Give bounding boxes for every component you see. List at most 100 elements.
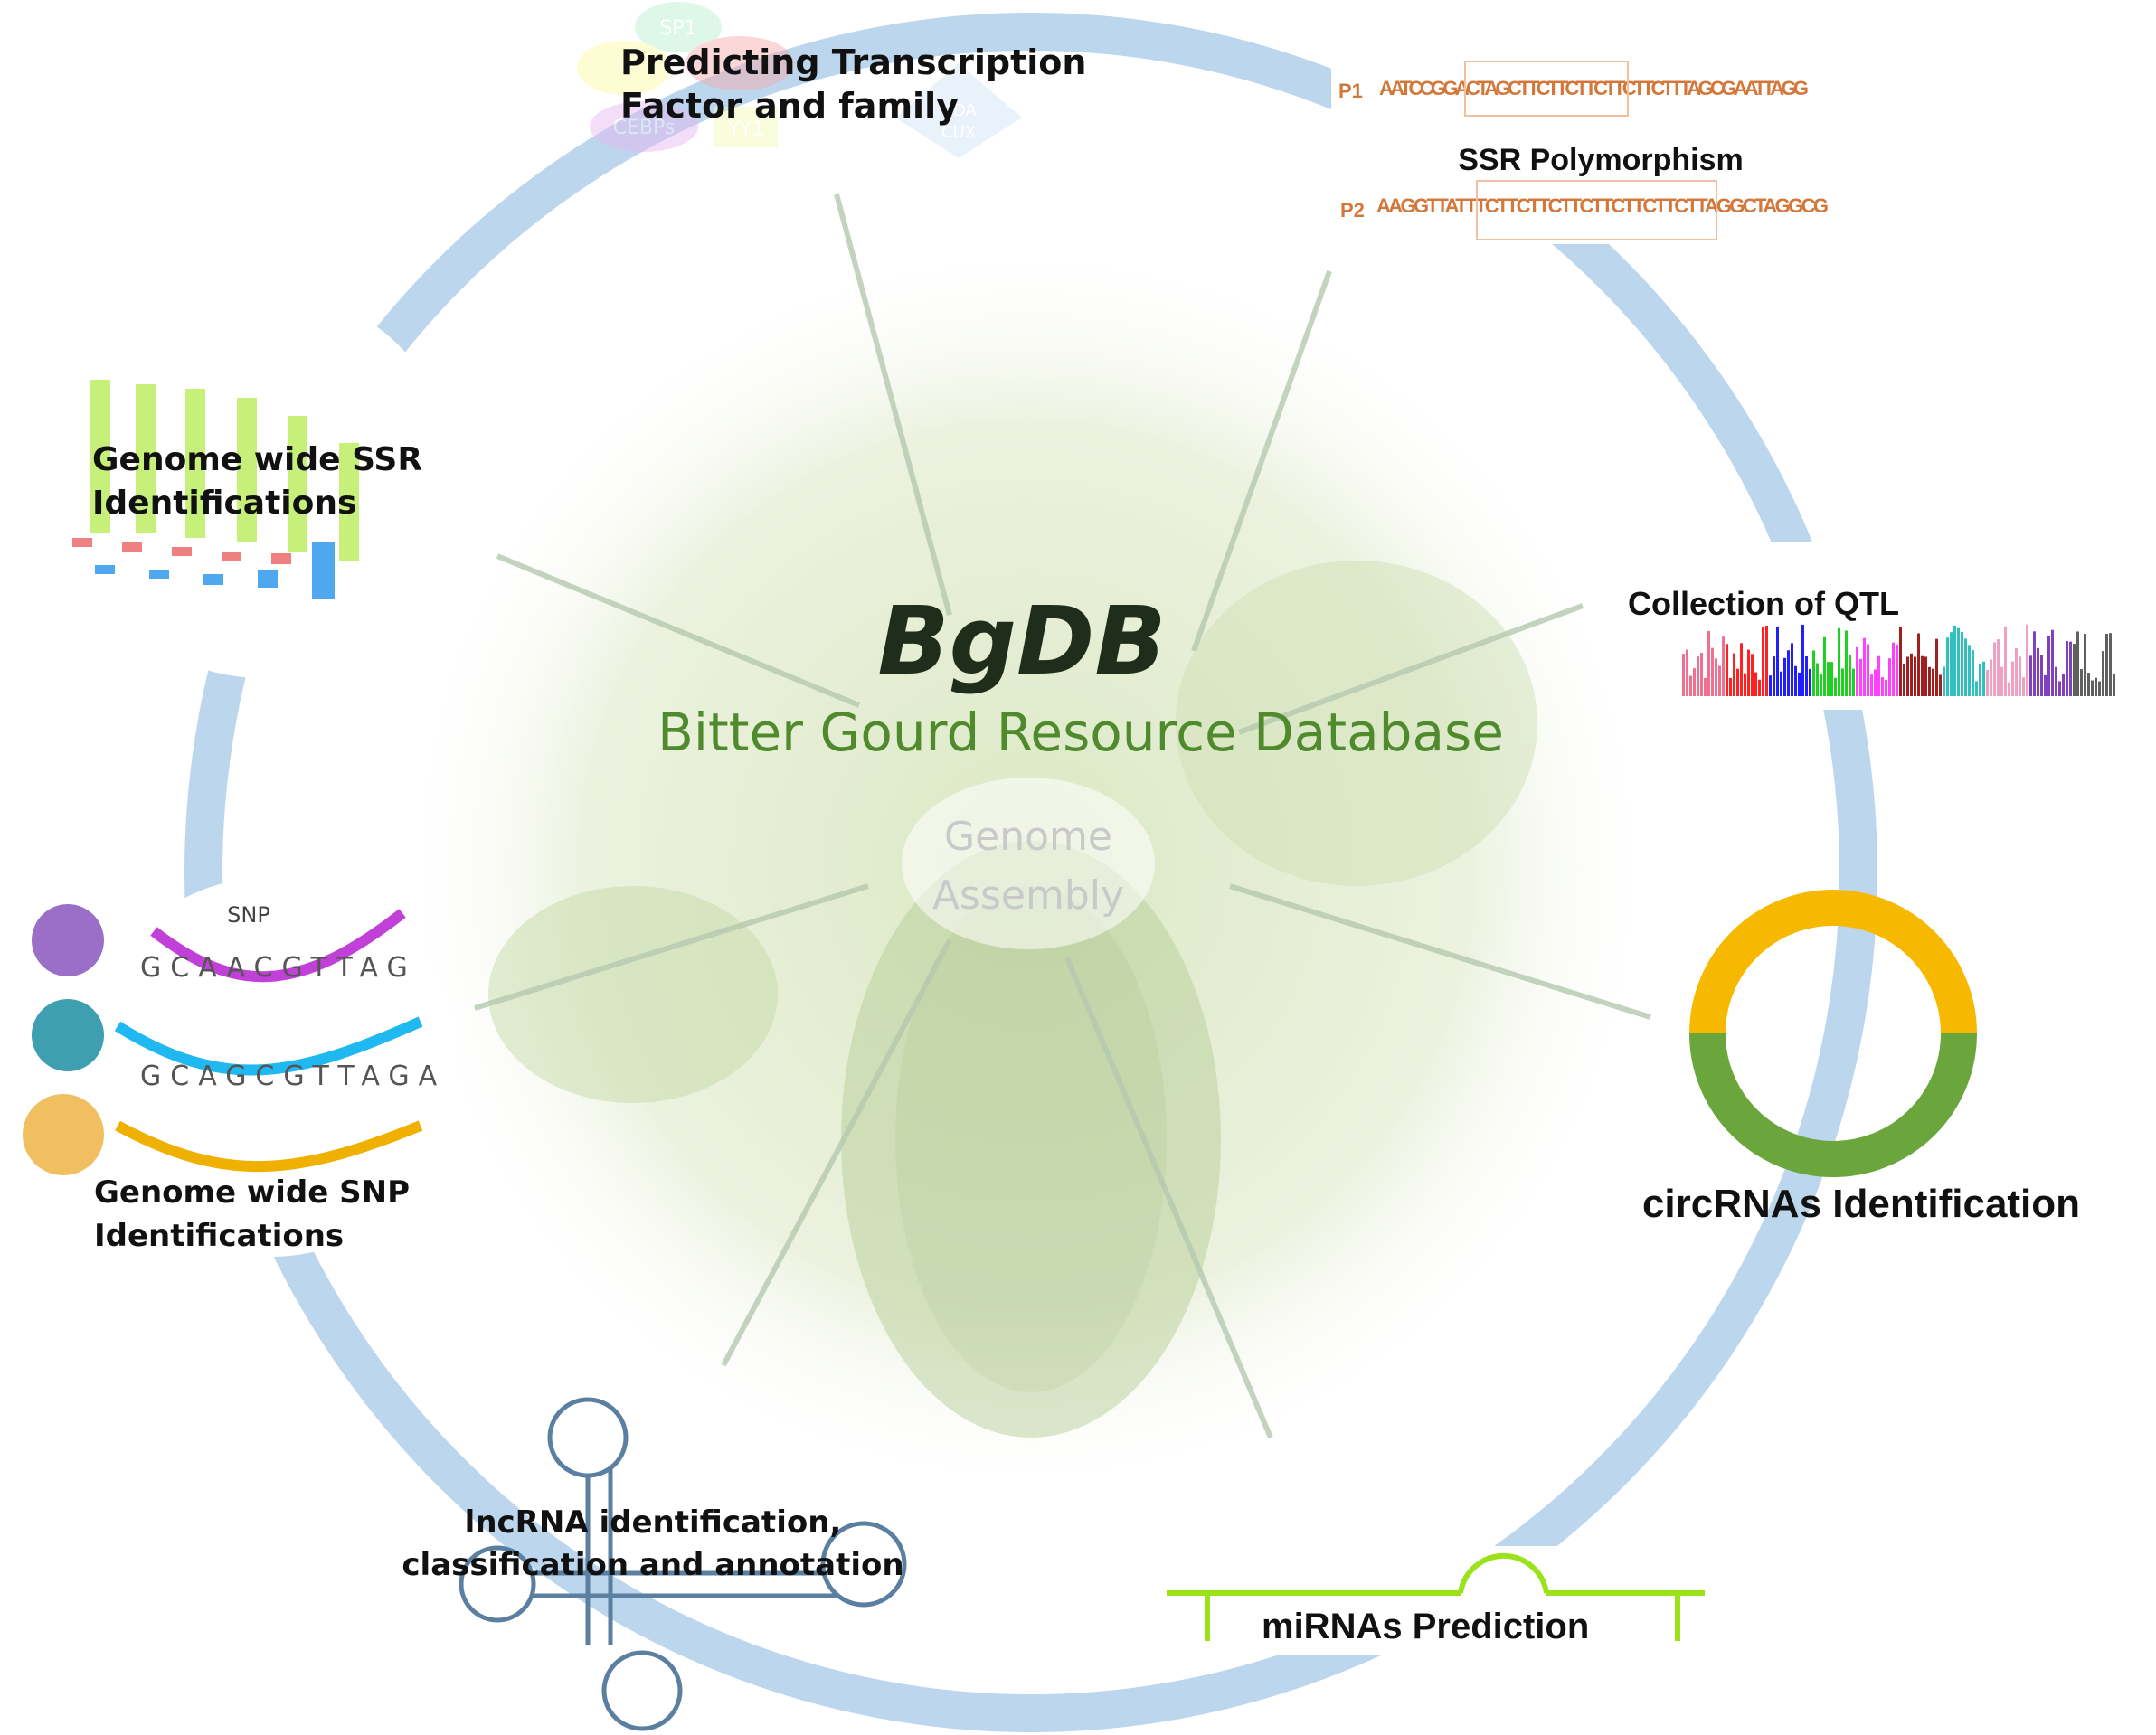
qtl-bar	[1841, 668, 1844, 696]
svg-text:HDA: HDA	[941, 101, 977, 120]
qtl-bar	[1773, 656, 1775, 696]
snp-label-line2: Identifications	[94, 1218, 344, 1254]
qtl-bar	[1892, 642, 1895, 696]
qtl-bar	[1693, 668, 1696, 696]
workflow-ring	[184, 13, 1877, 1732]
qtl-bar	[1816, 663, 1819, 696]
qtl-bar	[2004, 626, 2007, 696]
qtl-bar	[1964, 638, 1967, 696]
snp-strand-1	[150, 909, 406, 983]
arrows	[474, 193, 1651, 1439]
qtl-bar	[1776, 626, 1779, 696]
qtl-bar	[2055, 666, 2057, 696]
qtl-bar	[1762, 627, 1764, 696]
qtl-bar	[1870, 674, 1873, 696]
snp-module[interactable]: SNP GCAACGTTAG GCAGCGTTAGA Genome wide S…	[23, 877, 461, 1257]
qtl-bar	[1953, 626, 1956, 696]
qtl-bar	[1975, 681, 1978, 696]
qtl-bar	[1704, 677, 1707, 696]
qtl-bar	[1787, 650, 1790, 696]
qtl-bar	[1939, 674, 1942, 696]
qtl-bar	[1812, 650, 1815, 696]
qtl-bar	[1711, 647, 1714, 696]
mirna-module[interactable]: miRNAs Prediction	[1153, 1546, 1727, 1655]
qtl-bar	[1820, 674, 1822, 696]
qtl-bar	[2037, 647, 2039, 696]
snp-tag: SNP	[227, 902, 270, 928]
qtl-bar	[1697, 656, 1699, 696]
qtl-bar	[2102, 651, 2104, 696]
qtl-bar	[1791, 643, 1793, 696]
qtl-bar	[1830, 662, 1833, 696]
qtl-bar	[1979, 663, 1981, 696]
qtl-bar	[1747, 649, 1750, 696]
qtl-bar	[1834, 677, 1837, 696]
qtl-bar	[2022, 677, 2025, 696]
qtl-bar	[1769, 675, 1772, 696]
qtl-bar	[1744, 673, 1746, 696]
qtl-bar	[1754, 672, 1757, 696]
qtl-bar	[1715, 658, 1717, 696]
qtl-bar	[2062, 673, 2065, 696]
qtl-bar	[2029, 655, 2032, 696]
snp-strand-2	[114, 1016, 423, 1076]
snp-seq-2: GCAGCGTTAGA	[140, 1061, 446, 1092]
gourd-image	[488, 561, 1537, 1438]
p1-tag: P1	[1338, 80, 1363, 102]
ssr-polymorphism-module[interactable]: P1 AATCCGGACTAGCTTCTTCTTCTTCTTCTTTAGCGAA…	[1331, 54, 1833, 244]
leaf-icons	[23, 904, 104, 1175]
qtl-bar	[2044, 674, 2047, 696]
qtl-bar	[2076, 631, 2079, 696]
circrna-module[interactable]: circRNAs Identification	[1642, 890, 2080, 1226]
qtl-bar	[1689, 675, 1692, 696]
svg-text:CEBPs: CEBPs	[613, 117, 676, 139]
p2-tag: P2	[1340, 199, 1365, 222]
ssr-identification-module[interactable]: Genome wide SSR Identifications	[68, 289, 457, 678]
lncrna-structure	[459, 1397, 907, 1731]
qtl-bar	[2000, 666, 2003, 696]
app-title: BgDB	[877, 586, 1166, 696]
qtl-bar	[1783, 657, 1786, 696]
lncrna-line1: lncRNA identification,	[465, 1504, 842, 1541]
qtl-bar	[1859, 658, 1862, 696]
qtl-bar	[1856, 646, 1858, 696]
qtl-bar	[2098, 681, 2101, 696]
tf-module[interactable]: SP1 CEBPs YY1 HDA CUX Predicting Transcr…	[577, 2, 1086, 158]
genome-assembly-line1: Genome	[944, 814, 1112, 860]
qtl-bar	[1950, 632, 1953, 696]
lncrna-module[interactable]: lncRNA identification, classification an…	[402, 1397, 907, 1731]
qtl-bar	[1729, 678, 1732, 696]
qtl-bar	[1733, 653, 1735, 696]
tf-label-line1: Predicting Transcription	[620, 42, 1086, 82]
qtl-bar	[1722, 636, 1725, 696]
qtl-bar	[2069, 641, 2072, 696]
p1-sequence: AATCCGGACTAGCTTCTTCTTCTTCTTCTTTAGCGAATTA…	[1379, 77, 1809, 99]
snp-seq-1: GCAACGTTAG	[140, 952, 417, 984]
svg-text:CUX: CUX	[941, 123, 976, 142]
qtl-bar	[1827, 662, 1830, 696]
qtl-bar	[2087, 673, 2090, 696]
qtl-bar	[1794, 665, 1797, 696]
qtl-bar	[2019, 656, 2021, 696]
qtl-bar	[1686, 649, 1688, 696]
qtl-bar	[1801, 624, 1804, 696]
qtl-bar	[1935, 638, 1938, 696]
qtl-bar	[1838, 627, 1840, 696]
qtl-bar	[1867, 644, 1869, 696]
qtl-bar	[1881, 677, 1884, 696]
tf-label-line2: Factor and family	[620, 86, 959, 126]
qtl-bar	[1982, 661, 1985, 696]
qtl-bar	[1990, 659, 1992, 696]
qtl-bar	[2109, 633, 2112, 696]
qtl-bar	[1921, 655, 1924, 696]
qtl-bar	[1993, 642, 1996, 696]
snp-strand-3	[115, 1120, 423, 1172]
qtl-bar	[1914, 656, 1916, 696]
qtl-bar	[1997, 639, 2000, 696]
qtl-bar	[1798, 672, 1801, 696]
qtl-bar	[1899, 626, 1902, 696]
qtl-bar	[1968, 645, 1971, 696]
qtl-module[interactable]: Collection of QTL	[1619, 542, 2143, 710]
qtl-bar	[2015, 647, 2018, 696]
genome-assembly-line2: Assembly	[932, 872, 1124, 919]
